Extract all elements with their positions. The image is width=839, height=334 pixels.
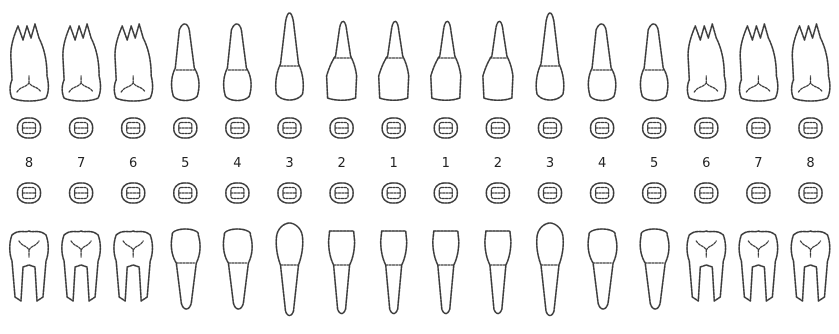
lower-occlusal-ring — [226, 183, 249, 203]
lower-incisor-tooth — [485, 231, 511, 314]
lower-occlusal-ring — [643, 183, 666, 203]
lower-premolar-tooth — [640, 229, 669, 309]
lower-occlusal-ring — [434, 183, 457, 203]
upper-molar-tooth — [62, 24, 100, 101]
tooth-number-label: 2 — [494, 156, 502, 171]
lower-canine-tooth — [537, 223, 564, 316]
upper-premolar-tooth — [588, 24, 615, 101]
upper-premolar-tooth — [172, 24, 199, 101]
lower-occlusal-ring — [799, 183, 822, 203]
lower-molar-tooth — [791, 231, 830, 301]
upper-occlusal-ring — [643, 118, 666, 138]
lower-occlusal-ring — [278, 183, 301, 203]
upper-occlusal-ring — [330, 118, 353, 138]
lower-premolar-tooth — [171, 229, 200, 309]
upper-occlusal-ring — [226, 118, 249, 138]
upper-premolar-tooth — [224, 24, 251, 101]
upper-molar-tooth — [792, 24, 830, 101]
tooth-number-label: 5 — [650, 156, 658, 171]
tooth-number-label: 2 — [337, 156, 345, 171]
upper-incisor-tooth — [483, 21, 513, 100]
upper-occlusal-ring — [747, 118, 770, 138]
lower-occlusal-ring — [174, 183, 197, 203]
lower-incisor-tooth — [433, 231, 459, 314]
lower-occlusal-ring — [122, 183, 145, 203]
lower-canine-tooth — [276, 223, 303, 316]
tooth-number-label: 5 — [181, 156, 189, 171]
lower-occlusal-ring — [70, 183, 93, 203]
tooth-number-label: 7 — [754, 156, 762, 171]
upper-occlusal-ring — [695, 118, 718, 138]
lower-occlusal-ring — [539, 183, 562, 203]
tooth-number-label: 3 — [285, 156, 293, 171]
lower-occlusal-ring — [695, 183, 718, 203]
lower-occlusal-ring — [486, 183, 509, 203]
tooth-number-label: 8 — [806, 156, 814, 171]
upper-premolar-tooth — [640, 24, 667, 101]
upper-incisor-tooth — [327, 21, 357, 100]
upper-occlusal-ring — [70, 118, 93, 138]
lower-molar-tooth — [10, 231, 49, 301]
upper-occlusal-ring — [174, 118, 197, 138]
upper-occlusal-ring — [278, 118, 301, 138]
upper-molar-tooth — [687, 24, 725, 101]
upper-molar-tooth — [114, 24, 152, 101]
lower-incisor-tooth — [381, 231, 407, 314]
lower-molar-tooth — [687, 231, 726, 301]
upper-canine-tooth — [536, 13, 564, 100]
tooth-number-label: 6 — [129, 156, 137, 171]
lower-premolar-tooth — [588, 229, 617, 309]
upper-occlusal-ring — [539, 118, 562, 138]
upper-incisor-tooth — [379, 21, 409, 100]
upper-incisor-tooth — [431, 21, 461, 100]
upper-occlusal-ring — [799, 118, 822, 138]
upper-canine-tooth — [276, 13, 304, 100]
lower-molar-tooth — [114, 231, 153, 301]
tooth-number-label: 6 — [702, 156, 710, 171]
tooth-number-label: 4 — [598, 156, 606, 171]
lower-occlusal-ring — [330, 183, 353, 203]
upper-occlusal-ring — [382, 118, 405, 138]
tooth-number-label: 1 — [390, 156, 398, 171]
lower-premolar-tooth — [223, 229, 252, 309]
upper-occlusal-ring — [591, 118, 614, 138]
upper-occlusal-ring — [122, 118, 145, 138]
tooth-number-label: 3 — [546, 156, 554, 171]
upper-occlusal-ring — [486, 118, 509, 138]
tooth-number-label: 8 — [25, 156, 33, 171]
lower-incisor-tooth — [329, 231, 355, 314]
tooth-number-label: 1 — [442, 156, 450, 171]
tooth-number-label: 4 — [233, 156, 241, 171]
upper-occlusal-ring — [18, 118, 41, 138]
lower-occlusal-ring — [591, 183, 614, 203]
upper-molar-tooth — [10, 24, 48, 101]
upper-occlusal-ring — [434, 118, 457, 138]
upper-molar-tooth — [740, 24, 778, 101]
lower-molar-tooth — [739, 231, 778, 301]
lower-occlusal-ring — [18, 183, 41, 203]
lower-molar-tooth — [62, 231, 101, 301]
lower-occlusal-ring — [747, 183, 770, 203]
lower-occlusal-ring — [382, 183, 405, 203]
tooth-number-label: 7 — [77, 156, 85, 171]
